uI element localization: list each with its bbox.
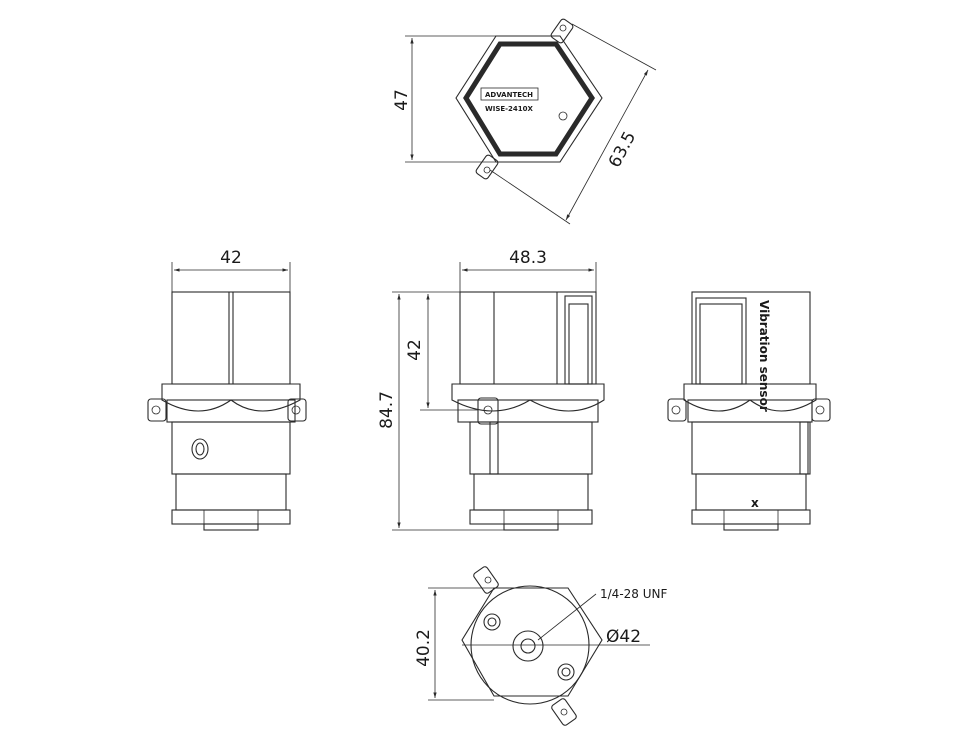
top-view: ADVANTECH WISE-2410X 47 63.5 [392,18,657,225]
dim-top-height: 47 [392,89,412,111]
dim-top-diagonal: 63.5 [605,128,640,171]
model-label: WISE-2410X [485,105,534,113]
top-ear-lower [475,154,499,180]
dim-bottom-height: 40.2 [414,629,434,667]
axis-mark: x [751,496,759,510]
led-indicator [558,111,568,121]
top-ear-upper [550,18,574,44]
brand-logo: ADVANTECH [485,91,533,99]
dim-front-width: 48.3 [509,248,547,268]
side-label: Vibration sensor [757,300,771,412]
front-view: 48.3 42 84.7 [377,248,605,531]
right-view: Vibration sensor x [667,291,831,531]
dim-bottom-diameter: Ø42 [606,627,641,647]
left-view: 42 [147,248,307,531]
brand-logo-box [480,87,539,101]
dim-front-total-height: 84.7 [377,391,397,429]
bottom-view: 1/4-28 UNF Ø42 40.2 [414,566,667,726]
dim-left-width: 42 [220,248,242,268]
thread-callout: 1/4-28 UNF [600,587,667,601]
dim-front-upper-height: 42 [405,339,425,361]
